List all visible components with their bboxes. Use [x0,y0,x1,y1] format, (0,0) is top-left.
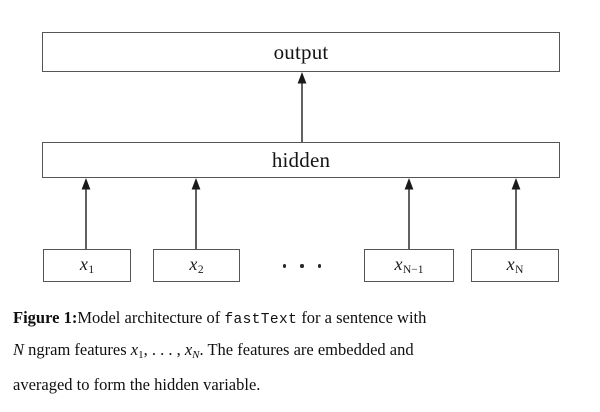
output-layer-label: output [273,39,329,64]
caption-var-xn-base: x [184,340,193,359]
caption-line-3: averaged to form the hidden variable. [13,375,261,395]
caption-var-x1-sub: 1 [138,349,144,362]
feature-sub-x-n: N [515,263,524,276]
caption-line1-text-a: Model architecture of [77,308,225,327]
feature-label-x-n: xN [506,253,524,276]
caption-math-separator: , . . . , [143,340,185,359]
ellipsis-dot-2 [300,264,304,268]
feature-box-x-n: xN [471,249,559,282]
hidden-layer-label: hidden [271,147,331,172]
feature-box-x-n-minus-1: xN−1 [364,249,454,282]
feature-sub-x-n-minus-1: N−1 [402,263,424,276]
caption-label: Figure 1: [13,308,78,327]
feature-box-x2: x2 [153,249,240,282]
output-layer-box: output [42,32,560,72]
feature-sub-x2: 2 [197,263,204,276]
hidden-layer-box: hidden [42,142,560,178]
figure-caption: Figure 1:Model architecture of fastText … [13,303,588,400]
caption-line-1: Figure 1:Model architecture of fastText … [13,303,588,335]
arrow-feature-3-to-hidden [404,178,414,250]
caption-var-n: N [13,340,25,359]
feature-box-x1: x1 [43,249,131,282]
caption-line1-text-b: for a sentence with [297,308,427,327]
caption-var-x1-base: x [130,340,139,359]
caption-var-xn-sub: N [192,349,200,362]
arrow-feature-1-to-hidden [81,178,91,250]
caption-line2-text-a: ngram features [24,340,131,359]
feature-sub-x1: 1 [88,263,95,276]
architecture-diagram: output hidden x1 [42,32,560,282]
arrow-hidden-to-output [297,72,307,143]
caption-line-2: N ngram features x1, . . . , xN. The fea… [13,335,588,370]
caption-code-fasttext: fastText [224,312,298,328]
caption-line2-text-b: . The features are embedded and [199,340,414,359]
feature-label-x1: x1 [79,253,95,276]
arrow-feature-4-to-hidden [511,178,521,250]
feature-label-x-n-minus-1: xN−1 [394,253,424,276]
ellipsis-dot-3 [317,264,321,268]
ellipsis-dot-1 [283,264,287,268]
arrow-feature-2-to-hidden [191,178,201,250]
ellipsis-dots [281,253,323,279]
feature-label-x2: x2 [189,253,204,276]
